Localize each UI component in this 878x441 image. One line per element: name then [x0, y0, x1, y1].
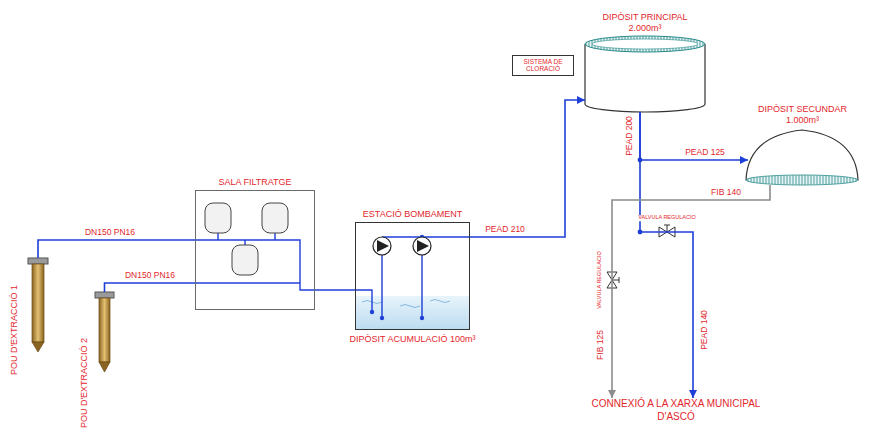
pipe-label: PEAD 210	[484, 225, 526, 234]
pipe-connector	[105, 283, 196, 292]
valve-label: VALVULA REGULACIO	[637, 215, 697, 221]
secondary-tank: DIPÒSIT SECUNDAR 1.000m³	[745, 128, 860, 185]
suction-pipe	[382, 255, 422, 318]
pipe-dot	[380, 316, 384, 320]
pipe-connector	[315, 289, 355, 291]
pump-triangle	[417, 240, 429, 252]
valves	[607, 225, 675, 288]
valve-stem	[664, 225, 670, 232]
pumps	[373, 237, 431, 255]
pipe-label: PEAD 140	[700, 309, 709, 351]
well-2-icon	[95, 292, 114, 372]
node-title: POU D'EXTRACCIÓ 2	[79, 338, 90, 428]
pipe-label: DN150 PN16	[84, 228, 136, 237]
well-tip	[99, 362, 110, 372]
filter-tank	[262, 203, 288, 233]
filter-room: SALA FILTRATGE	[195, 190, 315, 310]
pipe-connector	[38, 240, 195, 258]
filter-pipe	[218, 233, 275, 245]
node-subtitle: DIPÒSIT ACUMULACIÓ 100m³	[350, 334, 476, 345]
chlorination-box: SISTEMA DE CLORACIÓ	[512, 55, 574, 76]
pump-symbol	[373, 237, 391, 255]
network-connection: CONNEXIÓ A LA XARXA MUNICIPAL D'ASCÓ	[586, 398, 766, 423]
pipe-dot	[370, 310, 374, 314]
node-title: DIPÒSIT PRINCIPAL 2.000m³	[589, 12, 701, 34]
well-casing	[32, 264, 44, 342]
pump-triangle	[377, 240, 389, 252]
water-waves	[362, 300, 450, 308]
pipe-label: PEAD 200	[625, 115, 634, 157]
filter-tank	[232, 245, 258, 275]
well-tip	[32, 342, 44, 352]
valve-label: VALVULA REGULACIO	[597, 250, 603, 310]
pipe-connector	[612, 185, 770, 398]
station-piping	[355, 237, 470, 318]
node-title: SALA FILTRATGE	[218, 177, 291, 188]
pipe-dot	[420, 316, 424, 320]
node-title: POU D'EXTRACCIÓ 1	[9, 285, 20, 375]
node-title: ESTACIÓ BOMBAMENT	[363, 209, 462, 220]
tank-top	[592, 39, 698, 49]
pipe-label: FIB 140	[710, 188, 742, 197]
filter-pipe	[195, 282, 300, 283]
node-title: CONNEXIÓ A LA XARXA MUNICIPAL D'ASCÓ	[586, 398, 766, 423]
filter-tanks	[205, 203, 288, 275]
valve-stem	[612, 277, 619, 283]
pipe-connector	[640, 112, 748, 160]
pumping-station: ESTACIÓ BOMBAMENTDIPÒSIT ACUMULACIÓ 100m…	[355, 222, 470, 330]
dome	[746, 130, 858, 180]
node-title: SISTEMA DE CLORACIÓ	[517, 58, 569, 73]
tank-rim	[585, 36, 705, 52]
filter-tank	[205, 203, 231, 233]
filter-piping	[195, 233, 315, 290]
main-tank-shape	[585, 36, 705, 112]
well-cap	[95, 292, 114, 298]
well-cap	[28, 258, 48, 264]
dome-rim	[746, 175, 858, 185]
filter-pipe	[195, 240, 315, 290]
well: POU D'EXTRACCIÓ 1	[28, 258, 48, 352]
well-1-icon	[28, 258, 48, 352]
pipe-dots	[370, 158, 643, 321]
pipe-connector	[470, 100, 585, 237]
pipe-label: FIB 125	[596, 329, 605, 361]
well-casing	[99, 298, 110, 362]
well: POU D'EXTRACCIÓ 2	[95, 292, 114, 372]
inlet-pipe	[355, 290, 372, 312]
pipe-label: PEAD 125	[684, 148, 726, 157]
accumulation-water	[356, 296, 469, 329]
pump-symbol	[413, 237, 431, 255]
secondary-tank-shape	[746, 130, 858, 185]
main-tank: DIPÒSIT PRINCIPAL 2.000m³	[585, 36, 705, 112]
tank-body	[585, 44, 705, 112]
pipe-label: DN150 PN16	[124, 271, 176, 280]
node-title: DIPÒSIT SECUNDAR 1.000m³	[747, 104, 859, 126]
